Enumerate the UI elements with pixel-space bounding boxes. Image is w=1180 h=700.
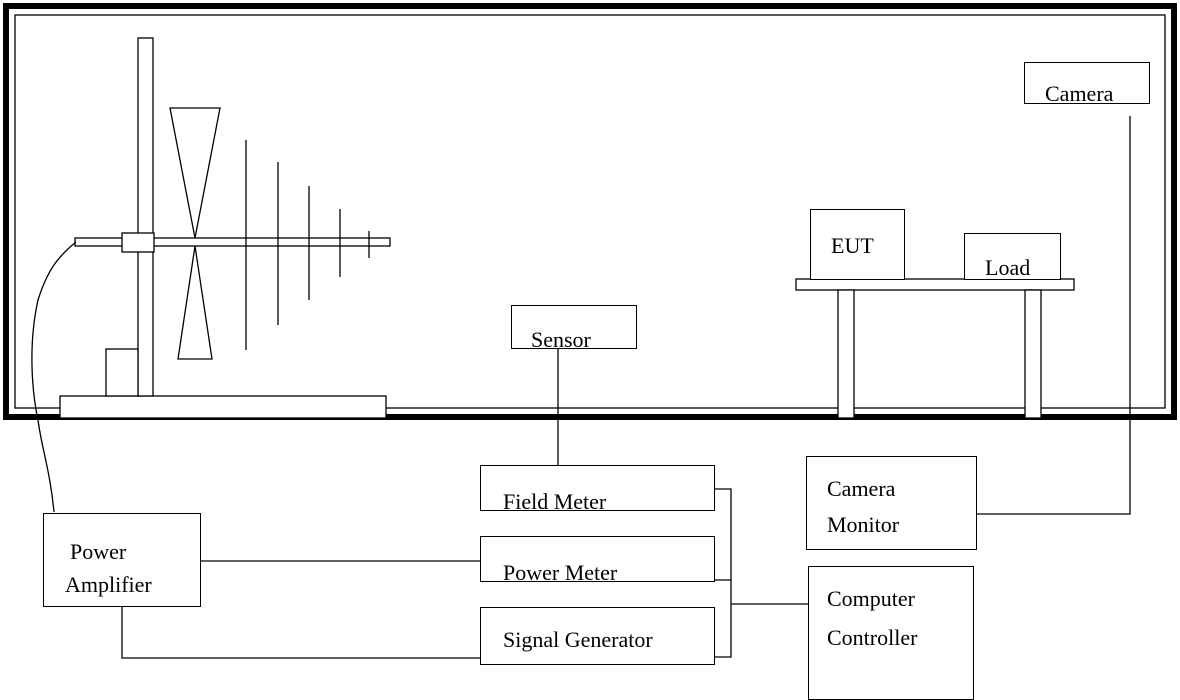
table-leg-right (1024, 289, 1042, 419)
load-label: Load (985, 255, 1031, 280)
sensor-label: Sensor (531, 327, 591, 349)
camera-monitor-box: Camera Monitor (806, 456, 977, 550)
antenna-bicone-upper (169, 107, 221, 239)
camera-box: Camera (1024, 62, 1150, 104)
field-meter-bus-line (714, 488, 732, 658)
antenna-cable (31, 241, 77, 513)
camera-label: Camera (1045, 81, 1114, 104)
sensor-box: Sensor (511, 305, 637, 349)
camera-monitor-label-line1: Camera (827, 476, 896, 501)
antenna-bicone-lower (177, 245, 213, 360)
eut-box: EUT (810, 209, 905, 280)
chamber-inner-wall (14, 14, 1166, 409)
chamber-outer-wall (3, 3, 1177, 420)
antenna-clamp (121, 232, 155, 253)
camera-monitor-label-line2: Monitor (827, 512, 900, 537)
antenna-mast (137, 37, 154, 397)
load-box: Load (964, 233, 1061, 280)
camera-cable (976, 116, 1131, 515)
amplifier-to-signal-generator-line (121, 606, 482, 659)
power-meter-box: Power Meter (480, 536, 715, 582)
antenna-base (59, 395, 387, 419)
computer-controller-label-line2: Controller (827, 625, 918, 650)
mast-motor-box (105, 348, 139, 397)
field-meter-box: Field Meter (480, 465, 715, 511)
field-meter-label: Field Meter (503, 489, 607, 511)
signal-generator-box: Signal Generator (480, 607, 715, 665)
computer-controller-box: Computer Controller (808, 566, 974, 700)
table-top (795, 278, 1075, 291)
eut-label: EUT (831, 233, 874, 258)
computer-controller-label-line1: Computer (827, 586, 915, 611)
power-meter-label: Power Meter (503, 560, 618, 582)
power-amplifier-label-line1: Power (70, 539, 127, 564)
signal-generator-label: Signal Generator (503, 627, 653, 652)
power-amplifier-label-line2: Amplifier (65, 572, 152, 597)
power-amplifier-box: Power Amplifier (43, 513, 201, 607)
table-leg-left (837, 289, 855, 419)
